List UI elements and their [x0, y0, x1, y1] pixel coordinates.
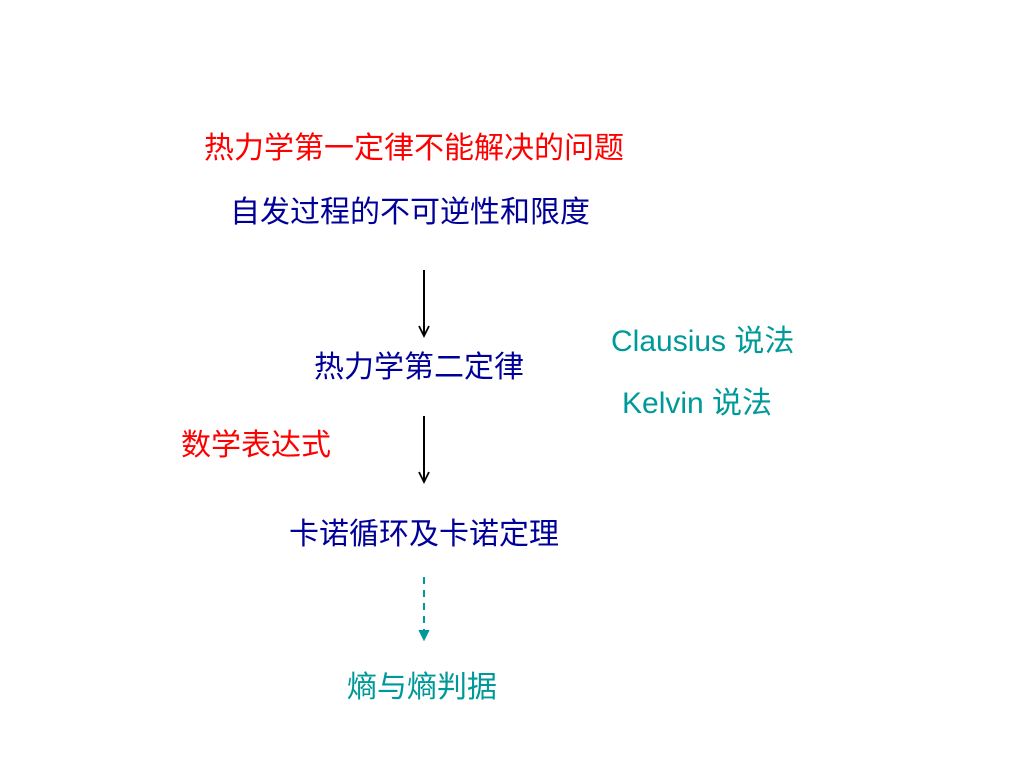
kelvin-statement: Kelvin 说法 — [622, 387, 773, 420]
arrowhead-icon — [418, 629, 430, 642]
second-law-node: 热力学第二定律 — [314, 350, 524, 385]
arrowhead-icon — [418, 325, 430, 339]
carnot-node: 卡诺循环及卡诺定理 — [289, 517, 559, 552]
arrowhead-icon — [418, 471, 430, 485]
irreversibility-text: 自发过程的不可逆性和限度 — [230, 195, 590, 230]
entropy-node: 熵与熵判据 — [347, 670, 497, 705]
math-expression-label: 数学表达式 — [181, 428, 331, 463]
clausius-statement: Clausius 说法 — [611, 325, 795, 358]
first-law-problem-title: 热力学第一定律不能解决的问题 — [204, 131, 624, 166]
